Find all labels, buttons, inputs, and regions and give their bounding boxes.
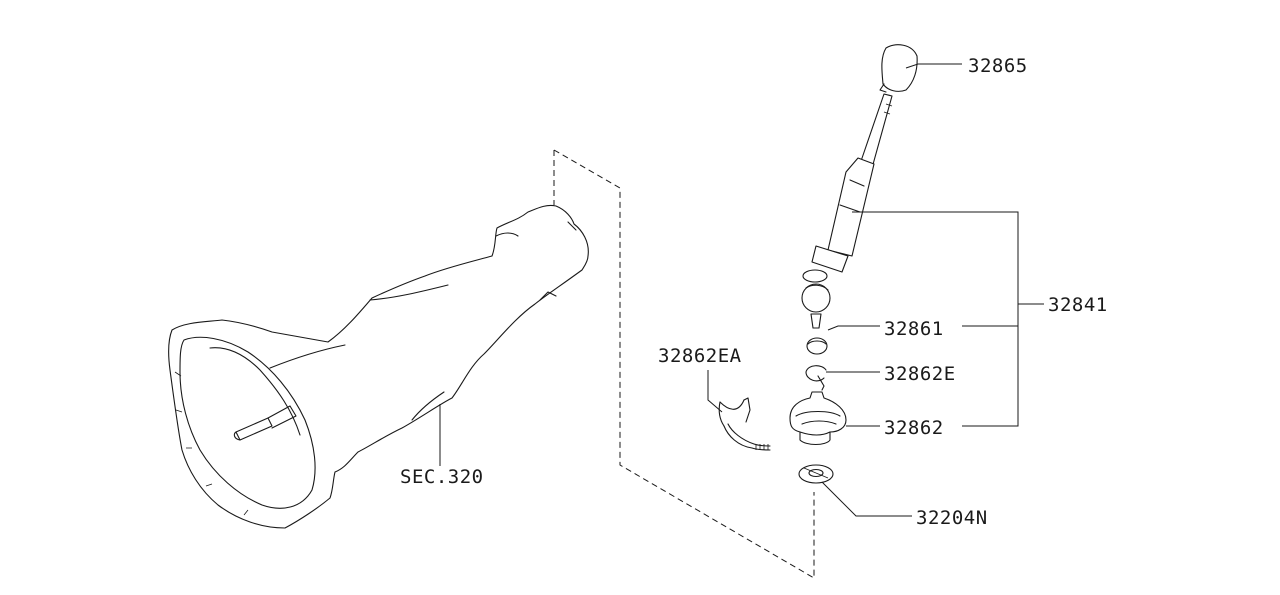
- label-wire-clip: 32862EA: [658, 345, 742, 367]
- shift-lever: [801, 93, 893, 329]
- label-transmission-section: SEC.320: [400, 466, 484, 488]
- label-bushing: 32861: [884, 318, 944, 340]
- bushing: [806, 337, 828, 355]
- wire-clip: [718, 397, 771, 451]
- retainer-ring: [798, 464, 834, 484]
- label-lever-assembly: 32841: [1048, 294, 1108, 316]
- boot: [789, 391, 847, 446]
- part-labels: 32865 32841 32861 32862E 32862 32862EA 3…: [400, 55, 1108, 529]
- shift-knob: [879, 44, 918, 93]
- label-knob: 32865: [968, 55, 1028, 77]
- transmission-housing: [168, 204, 589, 529]
- snap-clip: [805, 365, 827, 391]
- leader-lines: [439, 63, 1044, 517]
- label-snap-clip: 32862E: [884, 363, 956, 385]
- mounting-outline: [553, 149, 815, 579]
- label-boot: 32862: [884, 417, 944, 439]
- label-retainer: 32204N: [916, 507, 988, 529]
